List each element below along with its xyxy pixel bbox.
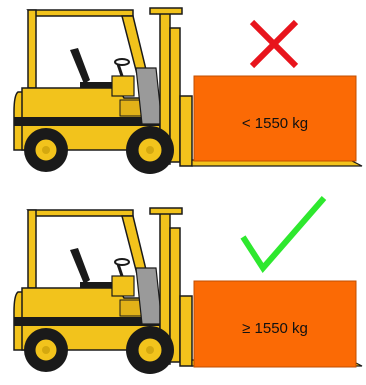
load-weight-label: < 1550 kg (242, 115, 308, 132)
checkmark-icon (243, 198, 324, 268)
load-weight-label: ≥ 1550 kg (242, 320, 308, 337)
scene-bottom: ≥ 1550 kg (14, 198, 362, 374)
scene-top: < 1550 kg (14, 8, 362, 174)
cross-icon (252, 22, 296, 66)
